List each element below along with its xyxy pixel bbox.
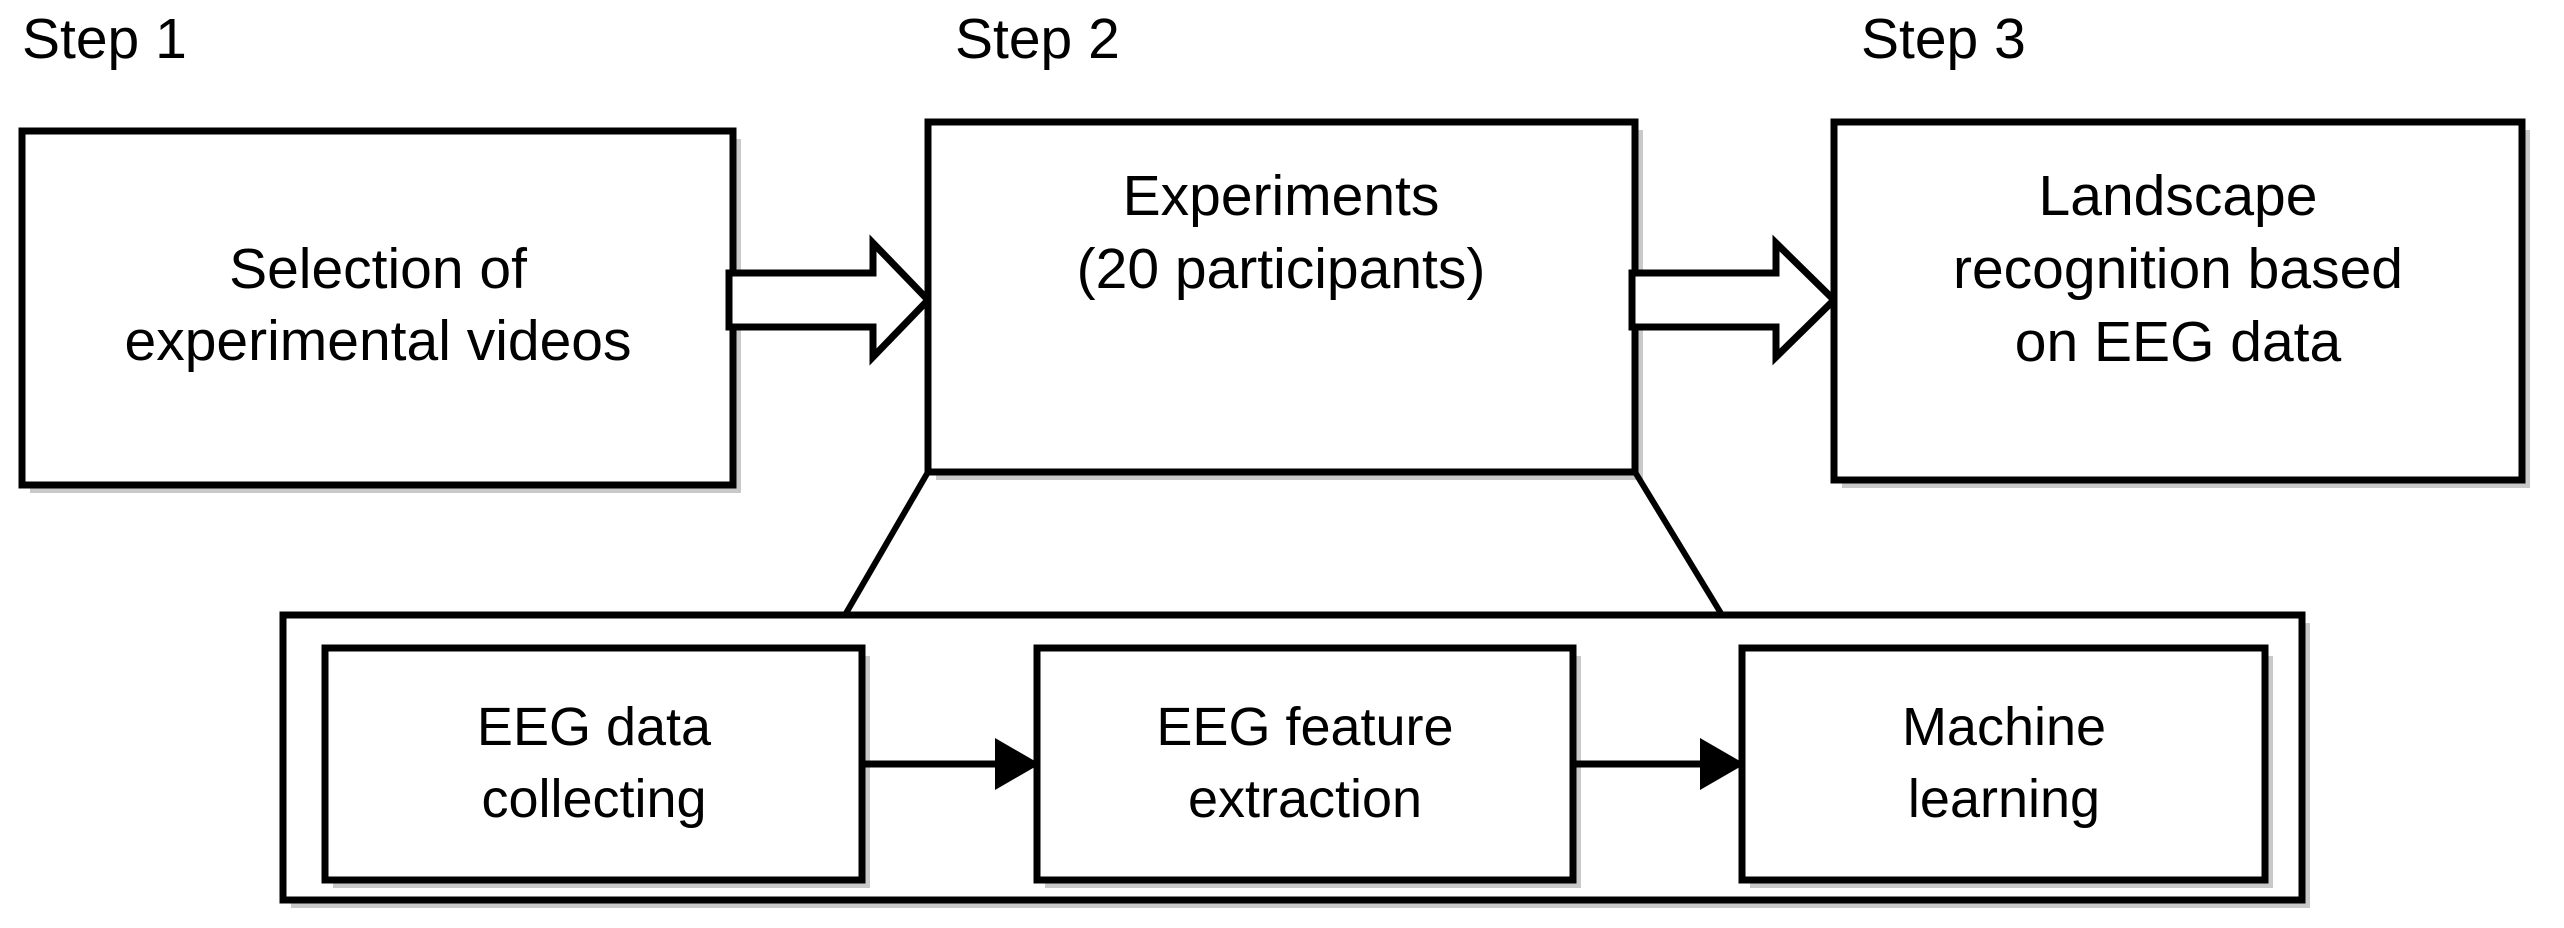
substep-3-text-line-1: Machine <box>1902 697 2106 757</box>
step-2-label: Step 2 <box>955 7 1120 71</box>
step-1-text-line-2: experimental videos <box>125 309 632 373</box>
arrow-step1-to-step2 <box>725 234 933 366</box>
substep-2-box[interactable] <box>1033 644 1577 884</box>
thin-arrow-head-icon-2 <box>1700 738 1745 790</box>
step-2-text-line-2: (20 participants) <box>1077 237 1486 301</box>
step-3-box[interactable] <box>1830 118 2526 484</box>
substep-1-group[interactable]: EEG data collecting <box>321 644 870 888</box>
splay-connector-step2-to-substeps <box>842 470 1725 617</box>
block-arrow-right-icon-2 <box>1628 234 1839 366</box>
substep-2-group[interactable]: EEG feature extraction <box>1033 644 1581 888</box>
thin-arrow-head-icon-1 <box>995 738 1040 790</box>
substep-1-text-line-1: EEG data <box>477 697 712 757</box>
substep-3-text-line-2: learning <box>1908 769 2100 829</box>
arrow-step2-to-step3 <box>1628 234 1839 366</box>
step-1-box[interactable] <box>18 127 737 489</box>
step-2-box[interactable] <box>924 118 1639 476</box>
substep-1-box[interactable] <box>321 644 866 884</box>
arrow-substep1-to-substep2 <box>862 738 1040 790</box>
substep-3-group[interactable]: Machine learning <box>1738 644 2273 888</box>
step-2-text-line-1: Experiments <box>1123 164 1440 228</box>
splay-line-right <box>1632 470 1725 617</box>
step-1-text-line-1: Selection of <box>229 237 527 301</box>
step-3-text-line-3: on EEG data <box>2015 310 2342 374</box>
step-2-group[interactable]: Step 2 Experiments (20 participants) <box>924 7 1643 480</box>
step-3-text-line-1: Landscape <box>2039 164 2318 228</box>
splay-line-left <box>842 470 931 617</box>
step-3-group[interactable]: Step 3 Landscape recognition based on EE… <box>1830 7 2530 488</box>
step-1-label: Step 1 <box>22 7 187 71</box>
substep-2-text-line-1: EEG feature <box>1156 697 1453 757</box>
step-3-text-line-2: recognition based <box>1953 237 2403 301</box>
step-3-label: Step 3 <box>1861 7 2026 71</box>
substep-2-text-line-2: extraction <box>1188 769 1422 829</box>
block-arrow-right-icon <box>725 234 933 366</box>
substep-1-text-line-2: collecting <box>481 769 706 829</box>
substep-3-box[interactable] <box>1738 644 2269 884</box>
arrow-substep2-to-substep3 <box>1573 738 1745 790</box>
step-1-group[interactable]: Step 1 Selection of experimental videos <box>18 7 741 493</box>
